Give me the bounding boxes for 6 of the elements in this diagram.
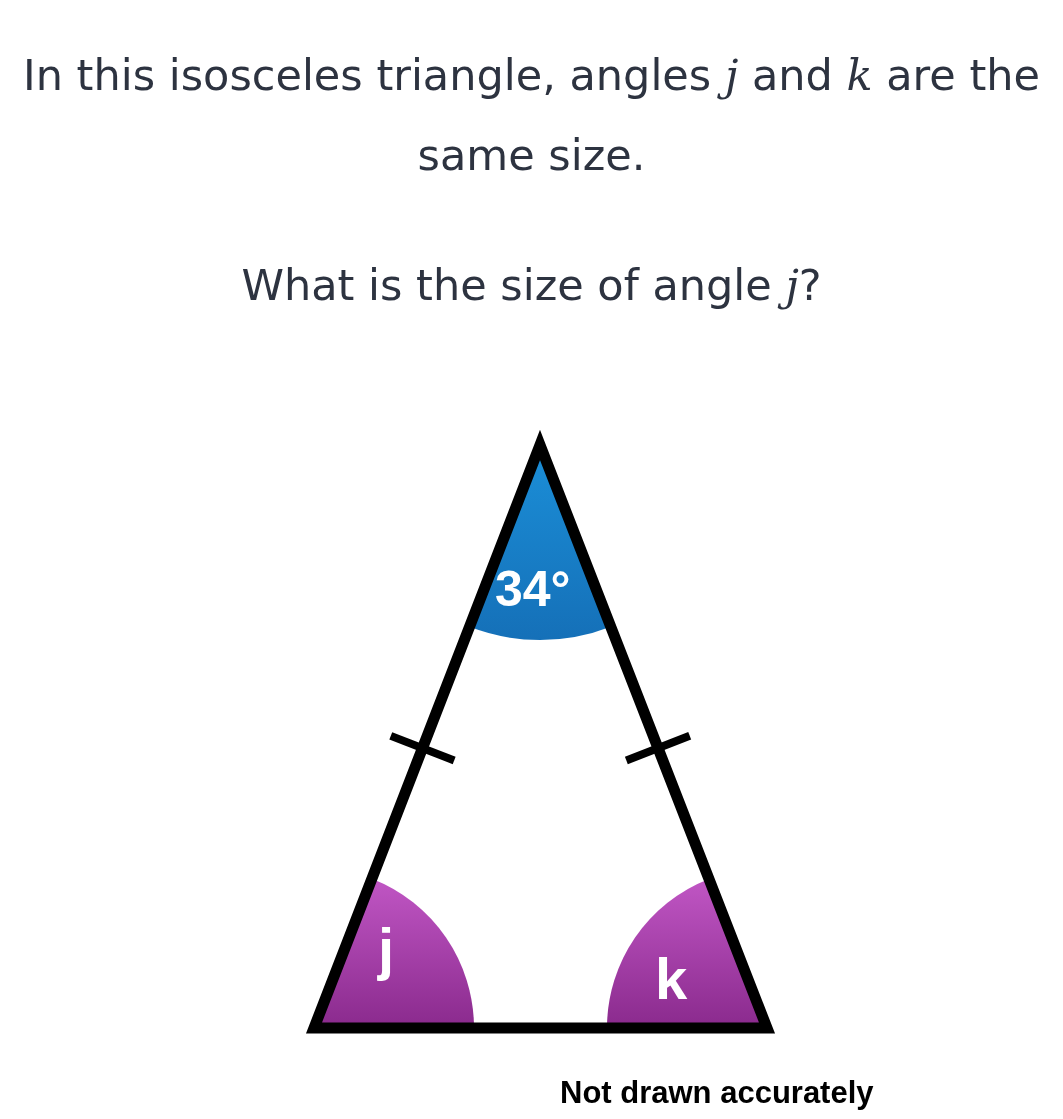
angle-label: 34° xyxy=(495,560,571,618)
question-text: In this isosceles triangle, angles j and k are the same size. xyxy=(22,49,1041,182)
question-text: What is the size of angle j? xyxy=(240,259,823,312)
angle-label: j xyxy=(378,915,395,982)
angle-label: k xyxy=(655,945,688,1012)
note-text: Not drawn accurately xyxy=(560,1075,874,1111)
